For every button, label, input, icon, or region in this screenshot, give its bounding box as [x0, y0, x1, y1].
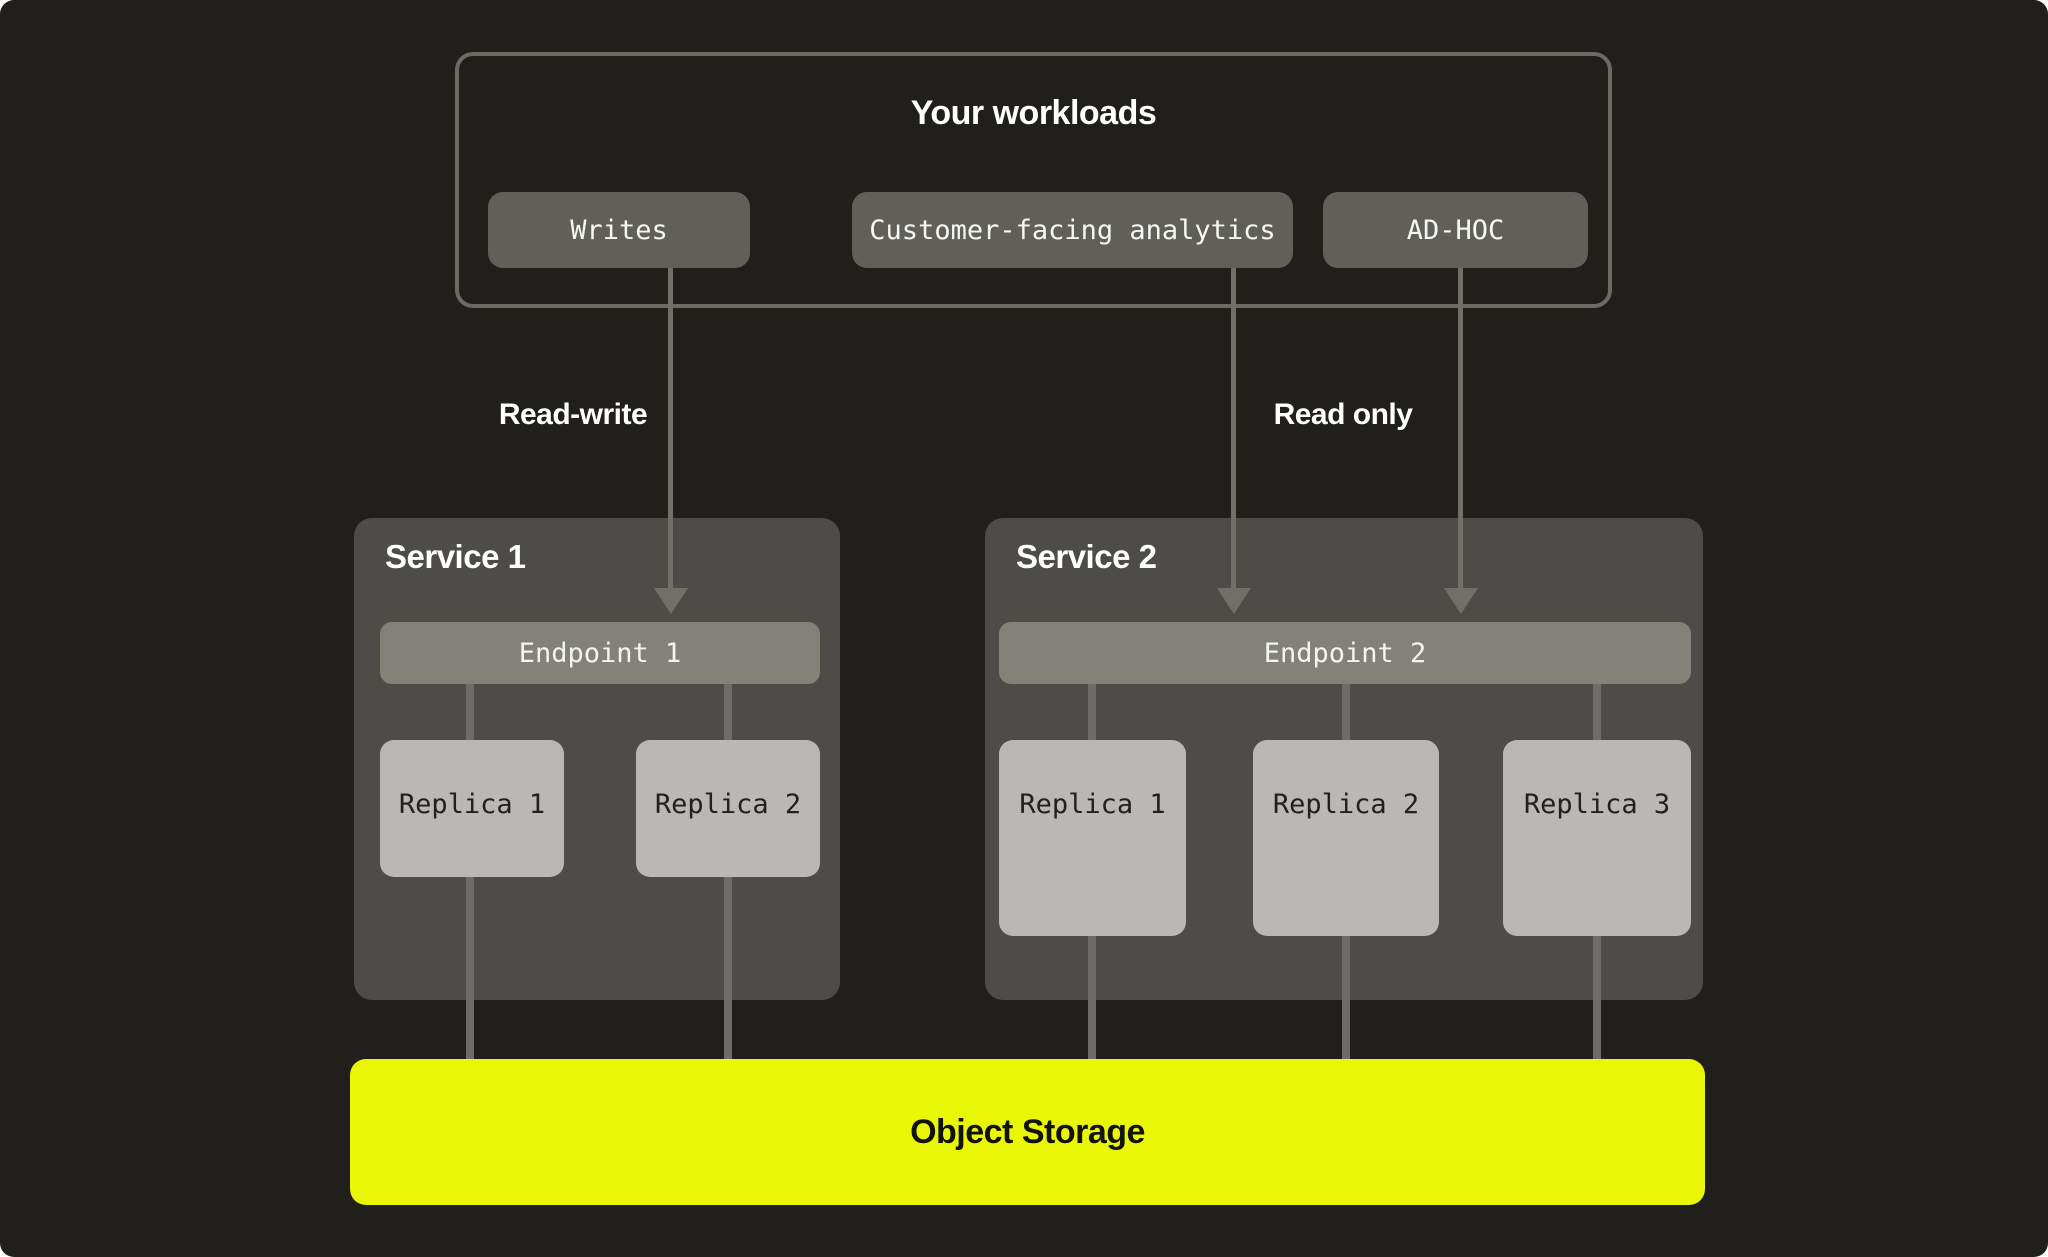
arrow-down-icon — [1444, 588, 1478, 614]
workload-node-ad-hoc: AD-HOC — [1323, 192, 1588, 268]
service-2-replica-3: Replica 3 — [1503, 740, 1691, 936]
workload-node-writes: Writes — [488, 192, 750, 268]
workload-node-customer-facing-analytics: Customer-facing analytics — [852, 192, 1293, 268]
service-1-endpoint: Endpoint 1 — [380, 622, 820, 684]
edge-label-read-only: Read only — [1273, 398, 1413, 431]
service-2-replica-2: Replica 2 — [1253, 740, 1439, 936]
arrow-analytics-to-endpoint2 — [1231, 268, 1236, 590]
arrow-down-icon — [1217, 588, 1251, 614]
service-1-title: Service 1 — [385, 538, 526, 575]
workloads-title: Your workloads — [910, 94, 1157, 132]
service-1-replica-2: Replica 2 — [636, 740, 820, 877]
edge-label-read-write: Read-write — [498, 398, 648, 431]
service-2-endpoint: Endpoint 2 — [999, 622, 1691, 684]
service-2-replica-1: Replica 1 — [999, 740, 1186, 936]
service-2-title: Service 2 — [1016, 538, 1157, 575]
workloads-group-outline — [455, 52, 1612, 308]
arrow-down-icon — [654, 588, 688, 614]
service-1-replica-1: Replica 1 — [380, 740, 564, 877]
arrow-writes-to-endpoint1 — [668, 268, 673, 590]
arrow-adhoc-to-endpoint2 — [1458, 268, 1463, 590]
object-storage-bar: Object Storage — [350, 1059, 1705, 1205]
